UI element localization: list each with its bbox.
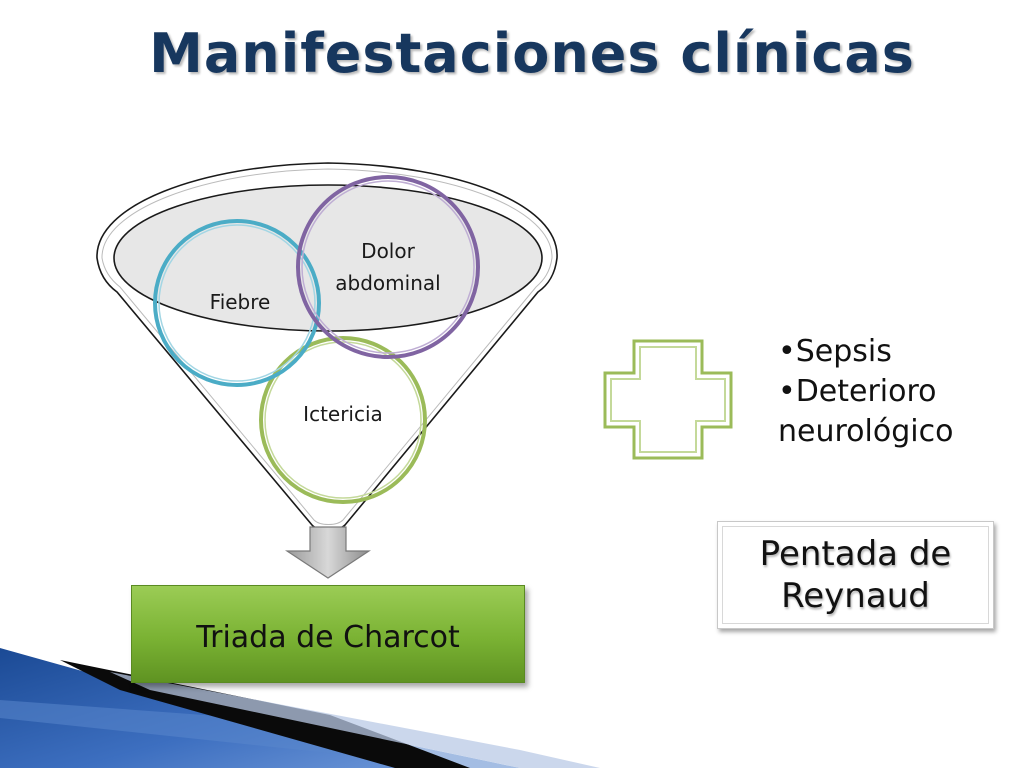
pentada-inner-border xyxy=(722,526,989,624)
plus-icon xyxy=(603,339,733,460)
dolor-line-1: Dolor xyxy=(361,239,415,263)
pentada-de-reynaud-box: Pentada de Reynaud xyxy=(717,521,994,629)
circle-fiebre xyxy=(153,219,321,387)
triada-label: Triada de Charcot xyxy=(196,619,460,655)
list-item: •Sepsis xyxy=(778,334,892,369)
down-arrow-icon xyxy=(284,526,372,579)
circle-icteria xyxy=(259,336,427,504)
pentada-label: Pentada de Reynaud xyxy=(760,533,952,617)
circle-label-ictericia: Ictericia xyxy=(303,402,383,426)
circle-dolor-abdominal xyxy=(296,175,480,359)
dolor-line-2: abdominal xyxy=(335,271,441,295)
list-item: neurológico xyxy=(778,414,954,449)
pentada-line-2: Reynaud xyxy=(781,576,930,616)
pentada-line-1: Pentada de xyxy=(759,534,952,574)
circle-label-dolor-abdominal: Dolor abdominal xyxy=(313,235,463,299)
list-item: •Deterioro xyxy=(778,374,937,409)
corner-decoration xyxy=(0,648,600,768)
slide-title: Manifestaciones clínicas xyxy=(149,22,915,85)
additional-signs-list: •Sepsis •Deterioro neurológico xyxy=(778,332,1018,452)
triada-de-charcot-box: Triada de Charcot xyxy=(131,585,525,683)
circle-label-fiebre: Fiebre xyxy=(209,290,271,314)
